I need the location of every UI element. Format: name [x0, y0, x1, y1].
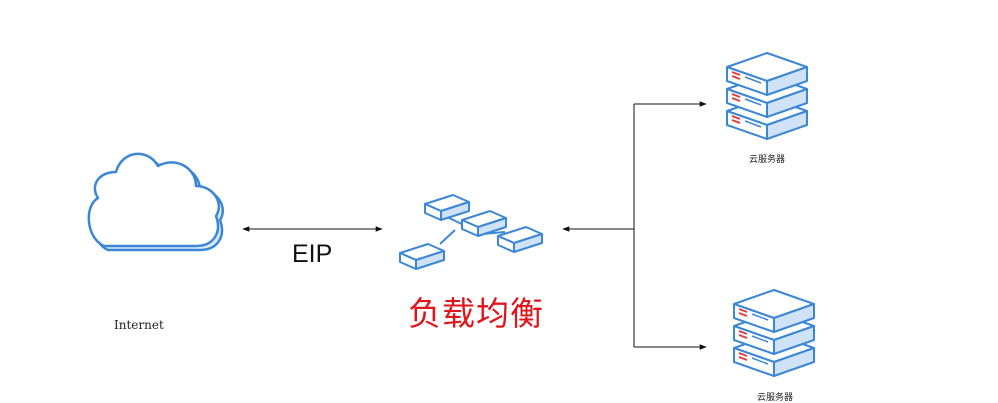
lb-server-connector [562, 101, 707, 350]
server-bottom-label: 云服务器 [757, 393, 794, 403]
server-bottom-icon [734, 290, 814, 376]
internet-label: Internet [114, 318, 164, 332]
cloud-icon [87, 152, 225, 252]
server-top-icon [727, 53, 807, 139]
eip-label: EIP [292, 240, 333, 268]
server-top-label: 云服务器 [749, 155, 786, 165]
load-balancer-label: 负载均衡 [408, 294, 544, 333]
network-topology-icon [399, 194, 543, 270]
